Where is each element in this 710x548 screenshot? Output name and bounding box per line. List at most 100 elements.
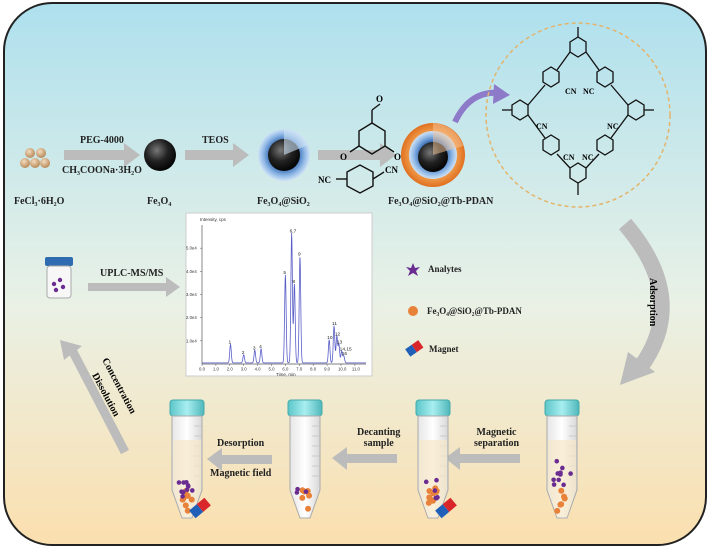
fe3o4-sio2-particle-icon xyxy=(258,129,310,181)
magnet-north-pole xyxy=(189,504,204,519)
tube-body xyxy=(289,415,321,519)
chromatogram-x-tick-label: 5.0 xyxy=(268,367,275,372)
analyte-particle xyxy=(432,488,438,493)
chromatogram-peak-label: 9 xyxy=(298,251,301,257)
desorption-arrow xyxy=(207,448,272,471)
sample-vial-icon xyxy=(45,257,73,299)
magnet-icon xyxy=(435,497,457,519)
analyte-particle xyxy=(180,494,185,499)
sorbent-particle xyxy=(558,487,565,494)
analyte-particle xyxy=(176,480,182,485)
fe3o4-label: Fe₃O₄ xyxy=(147,196,172,207)
analyte-particle xyxy=(184,479,189,485)
chromatogram-peak-label: 11 xyxy=(332,321,337,327)
chromatogram-x-tick-label: 10.0 xyxy=(338,367,347,372)
analyte-particle xyxy=(561,482,566,488)
tube-adsorption xyxy=(544,399,580,519)
chromatogram-peak-label: 12 xyxy=(335,331,341,337)
magnet-south-pole xyxy=(442,497,457,512)
chromatogram-ylabel: Intensity, cps xyxy=(200,217,227,222)
fe3o4-sio2-label: Fe₃O₄@SiO₂ xyxy=(257,196,310,207)
chromatogram-peak-label: 4 xyxy=(259,344,262,350)
aldehyde-monomer-structure xyxy=(349,103,395,155)
chromatogram-trace xyxy=(202,232,366,364)
sorbent-particle xyxy=(426,494,433,501)
chromatogram-y-tick-label: 2.0e4 xyxy=(186,315,197,320)
analyte-particle xyxy=(558,472,563,477)
legend-analytes-label: Analytes xyxy=(428,264,462,274)
analyte-particle xyxy=(423,479,429,485)
structure-callout-arrowhead xyxy=(493,84,510,104)
tube-desorption xyxy=(169,399,211,519)
chromatogram-peak-label: 14,15 xyxy=(340,346,352,352)
chromatogram-x-tick-label: 7.0 xyxy=(296,367,303,372)
aldehyde-o-label-2: O xyxy=(394,152,401,162)
chromatogram-peak-label: 13 xyxy=(337,339,343,345)
dinitrile-monomer-structure xyxy=(336,164,385,194)
sorbent-particle xyxy=(554,507,561,514)
chromatogram-x-tick-label: 1.0 xyxy=(213,367,220,372)
separation-arrow xyxy=(445,447,520,470)
magnet-north-pole xyxy=(435,504,450,519)
separation-label-line2: separation xyxy=(474,438,519,449)
chromatogram-x-tick-label: 3.0 xyxy=(241,367,248,372)
cof-cn-label-2: CN xyxy=(536,122,548,131)
sorbent-legend-icon xyxy=(408,306,418,316)
aldehyde-o-label: O xyxy=(376,94,383,104)
sorbent-particle xyxy=(305,505,312,512)
decanting-label-line1: Decanting xyxy=(357,427,401,438)
chromatogram-x-tick-label: 8.0 xyxy=(310,367,317,372)
cof-cn-label-3: CN xyxy=(563,153,575,162)
adsorption-arrow xyxy=(618,218,670,373)
decanting-arrow xyxy=(332,447,397,470)
chromatogram-peak-label: 5 xyxy=(283,270,286,276)
chromatogram-peak-label: 16 xyxy=(342,351,348,357)
analyte-particle xyxy=(556,477,562,483)
cof-nc-label-3: NC xyxy=(582,153,594,162)
chromatogram-y-tick-label: 1.0e4 xyxy=(186,338,197,343)
cof-structure-circle xyxy=(485,22,671,208)
sodium-acetate-label: CH₃COONa·3H₂O xyxy=(62,165,142,176)
teos-label: TEOS xyxy=(202,135,229,146)
tube-cap xyxy=(169,399,205,417)
analyte-particle xyxy=(179,489,184,494)
analyte-legend-icon xyxy=(406,263,420,276)
chromatogram-panel xyxy=(185,212,373,377)
tube-cap xyxy=(287,399,323,417)
analyte-particle xyxy=(568,471,573,476)
fe3o4-particle-icon xyxy=(144,139,176,171)
adsorption-label: Adsorption xyxy=(647,278,658,327)
magnetic-separation-label: Magnetic separation xyxy=(474,427,519,449)
sorbent-particle xyxy=(184,507,191,514)
product-label: Fe₃O₄@SiO₂@Tb-PDAN xyxy=(388,196,494,207)
chromatogram-x-tick-label: 9.0 xyxy=(324,367,331,372)
sorbent-particle xyxy=(561,495,568,502)
synthesis-arrow-2 xyxy=(185,143,249,167)
analyte-particle xyxy=(551,477,556,483)
cof-cn-label-1: CN xyxy=(565,87,577,96)
analyte-particle xyxy=(434,477,439,483)
analyte-particle xyxy=(295,486,300,492)
magnet-south-pole xyxy=(196,497,211,512)
product-particle-icon xyxy=(401,123,465,187)
analyte-particle xyxy=(189,488,195,493)
sorbent-particle xyxy=(188,496,195,503)
sorbent-particle xyxy=(557,501,564,508)
chromatogram-x-tick-label: 0.0 xyxy=(199,367,206,372)
cof-nc-label-2: NC xyxy=(607,122,619,131)
chromatogram-xlabel: Time, min xyxy=(276,372,296,377)
synthesis-arrow-3 xyxy=(318,143,396,167)
tube-cap xyxy=(415,399,451,417)
sorbent-particle xyxy=(182,502,189,509)
chromatogram-x-tick-label: 6.0 xyxy=(282,367,289,372)
chromatogram-peak-label: 2 xyxy=(242,350,245,356)
tube-magnetic-separation xyxy=(415,399,457,519)
sorbent-particle xyxy=(299,494,306,501)
tube-cap xyxy=(544,399,580,417)
chromatogram-peak-label: 3 xyxy=(253,345,256,351)
dinitrile-nc-label: NC xyxy=(318,175,331,185)
magnet-legend-icon xyxy=(405,340,424,357)
dinitrile-cn-label: CN xyxy=(385,165,398,175)
